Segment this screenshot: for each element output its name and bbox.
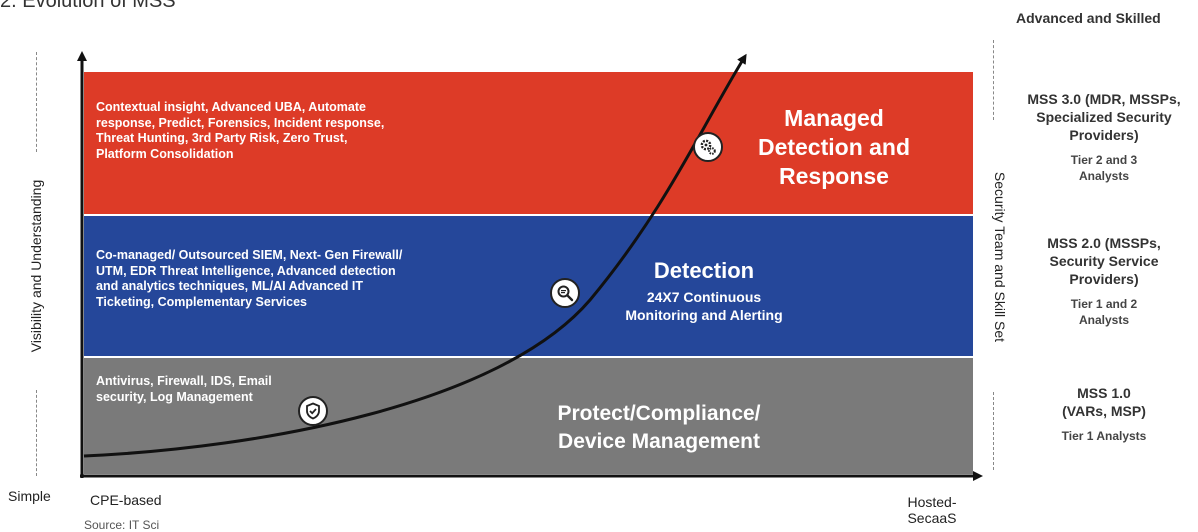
tier-mss3-name-line1: MSS 3.0 (MDR, MSSPs, xyxy=(1027,91,1181,107)
right-axis-dash-top xyxy=(993,40,994,120)
tier-mss1-name: MSS 1.0 (VARs, MSP) xyxy=(1010,384,1198,420)
gears-icon xyxy=(693,132,723,162)
tier-mss3-analysts-line2: Analysts xyxy=(1078,169,1130,183)
tier-mss1-analysts: Tier 1 Analysts xyxy=(1010,428,1198,444)
tier-mss2-analysts-line1: Tier 1 and 2 xyxy=(1070,297,1138,311)
band-protect-title-line1: Protect/Compliance/ xyxy=(557,402,761,425)
band-detection-subtitle-line1: 24X7 Continuous xyxy=(646,289,762,305)
y-axis-dash-bottom xyxy=(36,390,37,476)
band-protect-title: Protect/Compliance/ Device Management xyxy=(514,400,804,456)
band-mdr-description: Contextual insight, Advanced UBA, Automa… xyxy=(96,100,385,161)
tier-mss2-analysts: Tier 1 and 2 Analysts xyxy=(1010,296,1198,328)
y-axis-low-label: Simple xyxy=(8,488,51,504)
right-axis-top-label: Advanced and Skilled xyxy=(1016,10,1161,26)
y-axis-dash-top xyxy=(36,52,37,152)
tier-mss2: MSS 2.0 (MSSPs, Security Service Provide… xyxy=(1010,234,1198,328)
tier-mss2-name: MSS 2.0 (MSSPs, Security Service Provide… xyxy=(1010,234,1198,288)
band-mdr-title-line3: Response xyxy=(779,163,889,189)
right-axis-dash-bottom xyxy=(993,392,994,470)
band-detection-subtitle: 24X7 Continuous Monitoring and Alerting xyxy=(604,288,804,324)
band-detection-title: Detection xyxy=(653,258,755,283)
band-mdr-title-line1: Managed xyxy=(784,105,884,131)
shield-check-icon xyxy=(298,396,328,426)
source-note: Source: IT Sci xyxy=(84,518,160,532)
x-axis-high-label-line2: SecaaS xyxy=(907,510,957,526)
tier-mss3-name-line3: Providers) xyxy=(1069,127,1139,143)
tier-mss2-analysts-line2: Analysts xyxy=(1078,313,1130,327)
tier-mss3-analysts-line1: Tier 2 and 3 xyxy=(1070,153,1138,167)
tier-mss2-name-line2: Security Service xyxy=(1049,253,1159,269)
tier-mss3-analysts: Tier 2 and 3 Analysts xyxy=(1010,152,1198,184)
tier-mss1: MSS 1.0 (VARs, MSP) Tier 1 Analysts xyxy=(1010,384,1198,444)
tier-mss1-name-line2: (VARs, MSP) xyxy=(1062,403,1146,419)
band-mdr: Contextual insight, Advanced UBA, Automa… xyxy=(84,72,973,214)
band-detection-subtitle-line2: Monitoring and Alerting xyxy=(625,307,783,323)
magnifier-icon xyxy=(550,278,580,308)
x-axis-high-label-line1: Hosted- xyxy=(907,494,957,510)
band-detection: Co-managed/ Outsourced SIEM, Next- Gen F… xyxy=(84,216,973,356)
band-protect-description: Antivirus, Firewall, IDS, Email security… xyxy=(96,374,272,404)
tier-mss3: MSS 3.0 (MDR, MSSPs, Specialized Securit… xyxy=(1010,90,1198,184)
figure-title: 2. Evolution of MSS xyxy=(0,0,176,12)
tier-mss2-name-line1: MSS 2.0 (MSSPs, xyxy=(1047,235,1161,251)
band-protect: Antivirus, Firewall, IDS, Email security… xyxy=(84,358,973,474)
y-axis-label: Visibility and Understanding xyxy=(28,179,44,353)
tier-mss3-name-line2: Specialized Security xyxy=(1036,109,1172,125)
band-protect-title-line2: Device Management xyxy=(558,430,760,453)
x-axis-low-label: CPE-based xyxy=(90,492,162,508)
tier-mss3-name: MSS 3.0 (MDR, MSSPs, Specialized Securit… xyxy=(1010,90,1198,144)
band-detection-description: Co-managed/ Outsourced SIEM, Next- Gen F… xyxy=(96,248,403,309)
tier-mss1-analysts-line1: Tier 1 Analysts xyxy=(1061,429,1147,443)
right-axis-label: Security Team and Skill Set xyxy=(992,171,1008,343)
band-mdr-title-line2: Detection and xyxy=(757,134,911,160)
x-axis-high-label: Hosted- SecaaS xyxy=(900,494,964,526)
tier-mss2-name-line3: Providers) xyxy=(1069,271,1139,287)
band-mdr-title: Managed Detection and Response xyxy=(724,104,944,191)
tier-mss1-name-line1: MSS 1.0 xyxy=(1077,385,1131,401)
growth-curve xyxy=(83,53,747,458)
